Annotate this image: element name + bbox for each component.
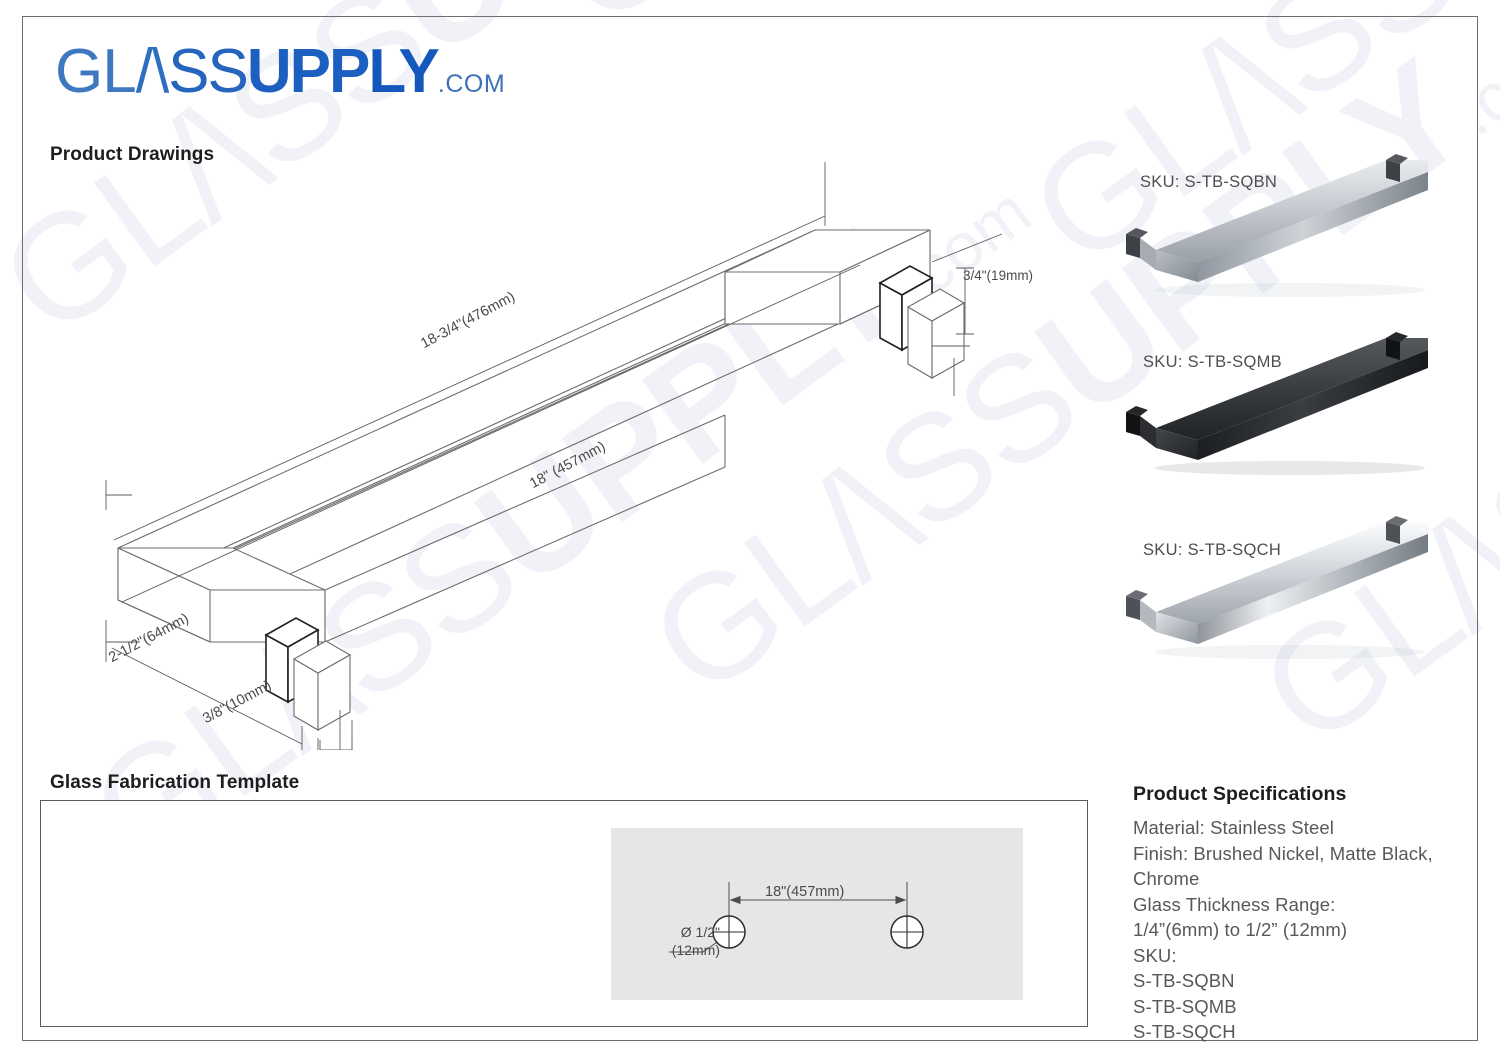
drill-hole: [890, 915, 924, 949]
section-title-product-drawings: Product Drawings: [50, 144, 215, 165]
product-specifications-list: Material: Stainless Steel Finish: Brushe…: [1133, 815, 1483, 1045]
product-image-chrome: [1126, 516, 1428, 659]
page-border: [22, 16, 1478, 1041]
spec-line: Chrome: [1133, 868, 1200, 889]
logo-text-ly: LY: [368, 37, 440, 106]
hole-diameter-line-2: (12mm): [671, 942, 720, 958]
logo-text-gl: GL: [55, 37, 137, 106]
sku-label-matte-black: SKU: S-TB-SQMB: [1143, 353, 1282, 371]
fabrication-template-drawing: [611, 828, 1023, 1000]
logo-text-upp: UPP: [246, 37, 370, 106]
spec-line: S-TB-SQMB: [1133, 995, 1237, 1017]
sku-label-brushed-nickel: SKU: S-TB-SQBN: [1140, 173, 1278, 191]
product-image-brushed-nickel: [1126, 154, 1428, 297]
sku-label-chrome: SKU: S-TB-SQCH: [1143, 541, 1282, 559]
spec-line: S-TB-SQCH: [1133, 1021, 1236, 1042]
section-title-glass-fabrication-template: Glass Fabrication Template: [50, 772, 300, 793]
brand-logo: GL/\SSUPPLY.COM: [55, 41, 505, 103]
dimension-label-hole-spacing: 18"(457mm): [765, 884, 845, 900]
spec-line: Finish: Brushed Nickel, Matte Black,: [1133, 842, 1433, 864]
logo-text-a: /\: [135, 37, 169, 106]
hole-diameter-line-1: Ø 1/2": [680, 924, 720, 940]
spec-line: S-TB-SQBN: [1133, 970, 1235, 991]
product-image-matte-black: [1126, 332, 1428, 475]
glass-plate-outline: [611, 828, 1023, 1000]
isometric-towel-bar-drawing: [105, 162, 1003, 750]
dimension-label-height: 3/4"(19mm): [963, 268, 1034, 283]
logo-text-ss: SS: [168, 37, 249, 106]
logo-text-dotcom: .COM: [437, 70, 506, 98]
spec-line: Glass Thickness Range:: [1133, 893, 1336, 915]
spec-line: Material: Stainless Steel: [1133, 817, 1334, 838]
spec-line: SKU:: [1133, 944, 1177, 966]
dimension-label-hole-diameter: Ø 1/2" (12mm): [656, 923, 720, 959]
section-title-product-specifications: Product Specifications: [1133, 783, 1347, 805]
drill-hole: [712, 915, 746, 949]
spec-line: 1/4”(6mm) to 1/2” (12mm): [1133, 919, 1348, 940]
